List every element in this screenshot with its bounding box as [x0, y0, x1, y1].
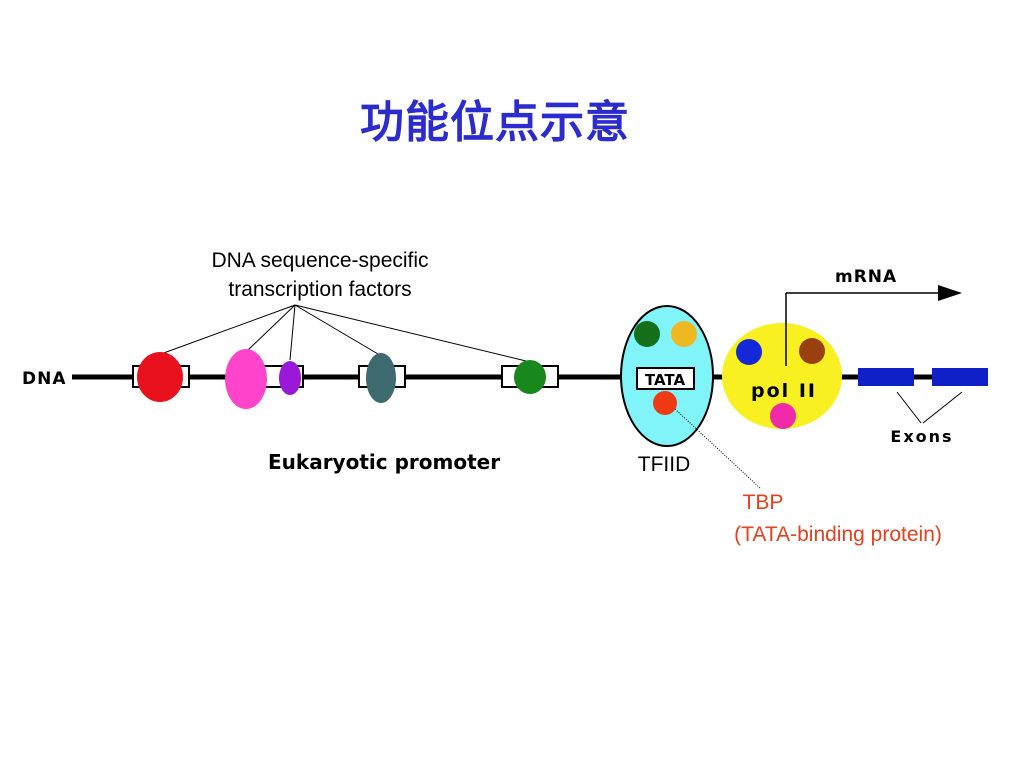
- pol-ii-label: pol II: [751, 380, 817, 402]
- mrna-arrowhead-icon: [938, 285, 962, 301]
- tbp-label: TBP: [743, 491, 784, 514]
- pol-subunit-pink: [770, 403, 796, 429]
- exons-label: Exons: [890, 427, 953, 446]
- tf-connector-lines: [149, 304, 531, 363]
- tata-label: TATA: [645, 371, 686, 389]
- dna-label: DNA: [22, 369, 67, 389]
- factor-slate: [366, 353, 396, 403]
- factor-purple: [279, 361, 301, 395]
- tfiid-label: TFIID: [638, 453, 691, 476]
- mrna-label: mRNA: [835, 267, 897, 287]
- tbp-subunit: [653, 391, 677, 415]
- factor-magenta: [225, 349, 267, 409]
- tfiid-subunit-green: [634, 321, 660, 347]
- factor-green: [514, 360, 546, 394]
- factor-red: [137, 352, 183, 402]
- exon-2: [932, 368, 988, 386]
- pol-subunit-brown: [799, 338, 825, 364]
- tbp-leader-line: [674, 408, 761, 489]
- exon-1: [858, 368, 914, 386]
- tfiid-subunit-gold: [671, 321, 697, 347]
- tf-label-line1: DNA sequence-specific: [211, 249, 428, 272]
- slide-title: 功能位点示意: [360, 97, 630, 148]
- pol-subunit-blue: [736, 339, 762, 365]
- tbp-full-label: (TATA-binding protein): [734, 523, 942, 546]
- tata-box: [636, 367, 695, 390]
- tf-label-line2: transcription factors: [228, 278, 411, 301]
- promoter-label: Eukaryotic promoter: [268, 450, 500, 474]
- exon-connector-lines: [896, 391, 963, 424]
